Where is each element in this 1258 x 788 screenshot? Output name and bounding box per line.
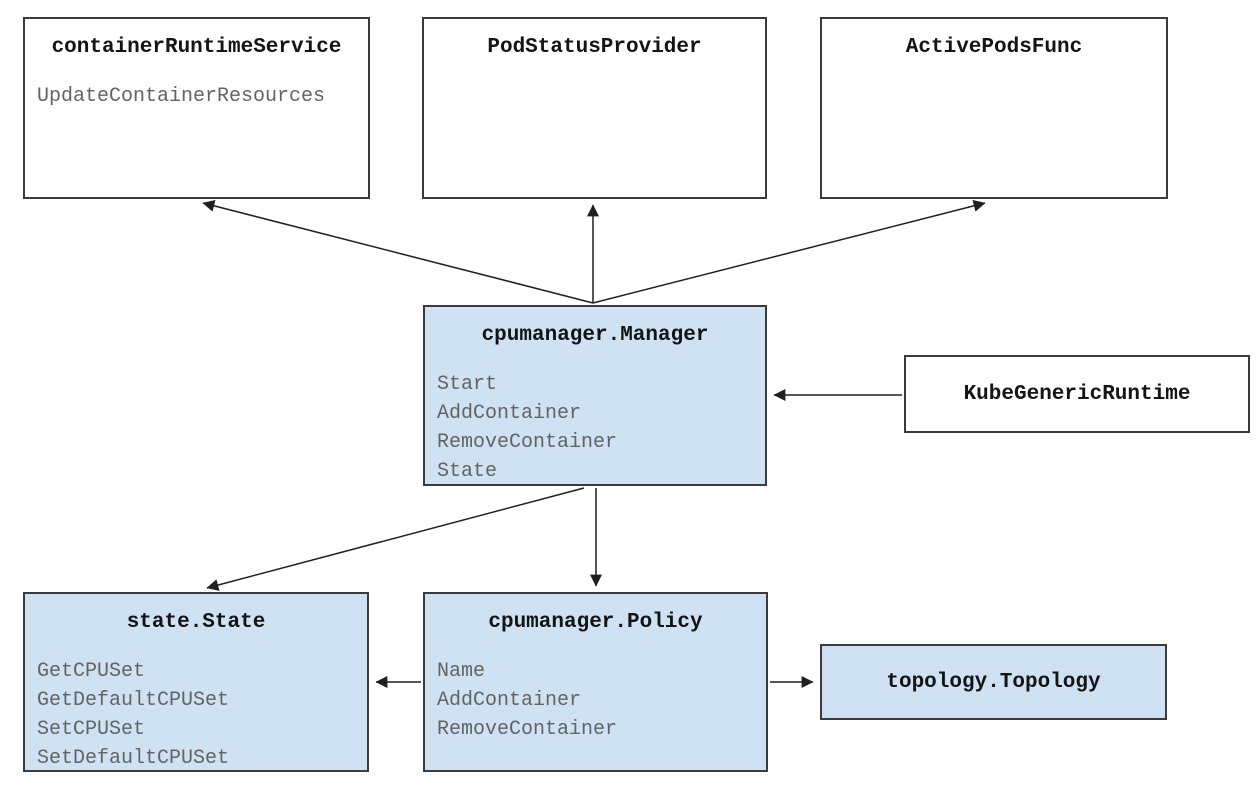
box-title: KubeGenericRuntime (963, 382, 1191, 406)
method-item: RemoveContainer (437, 718, 618, 741)
box-pod-status-provider: PodStatusProvider (422, 17, 767, 199)
box-title: topology.Topology (886, 670, 1101, 694)
method-item: GetDefaultCPUSet (37, 689, 230, 712)
method-item: RemoveContainer (437, 431, 618, 454)
arrow-manager-to-container-runtime-service (202, 200, 594, 304)
box-title: PodStatusProvider (487, 36, 702, 59)
box-cpumanager-manager: cpumanager.Manager Start AddContainer Re… (423, 305, 767, 486)
method-item: UpdateContainerResources (37, 85, 326, 108)
box-kube-generic-runtime: KubeGenericRuntime (904, 355, 1250, 433)
method-list: Start AddContainer RemoveContainer State (437, 370, 765, 486)
method-item: SetDefaultCPUSet (37, 747, 230, 770)
method-item: Name (437, 660, 486, 683)
method-list: GetCPUSet GetDefaultCPUSet SetCPUSet Set… (37, 657, 367, 773)
arrow-manager-to-state-state (206, 487, 585, 591)
method-item: GetCPUSet (37, 660, 146, 683)
method-item: Start (437, 373, 498, 396)
box-title: containerRuntimeService (51, 36, 342, 59)
method-item: SetCPUSet (37, 718, 146, 741)
box-topology-topology: topology.Topology (820, 644, 1167, 720)
method-item: State (437, 460, 498, 483)
box-active-pods-func: ActivePodsFunc (820, 17, 1168, 199)
box-title: state.State (126, 611, 266, 634)
arrow-manager-to-active-pods-func (592, 200, 986, 304)
box-container-runtime-service: containerRuntimeService UpdateContainerR… (23, 17, 370, 199)
method-list: Name AddContainer RemoveContainer (437, 657, 766, 744)
box-state-state: state.State GetCPUSet GetDefaultCPUSet S… (23, 592, 369, 772)
box-cpumanager-policy: cpumanager.Policy Name AddContainer Remo… (423, 592, 768, 772)
method-list: UpdateContainerResources (37, 82, 368, 111)
box-title: cpumanager.Policy (488, 611, 703, 634)
box-title: cpumanager.Manager (481, 324, 709, 347)
method-item: AddContainer (437, 402, 582, 425)
method-item: AddContainer (437, 689, 582, 712)
box-title: ActivePodsFunc (905, 36, 1083, 59)
